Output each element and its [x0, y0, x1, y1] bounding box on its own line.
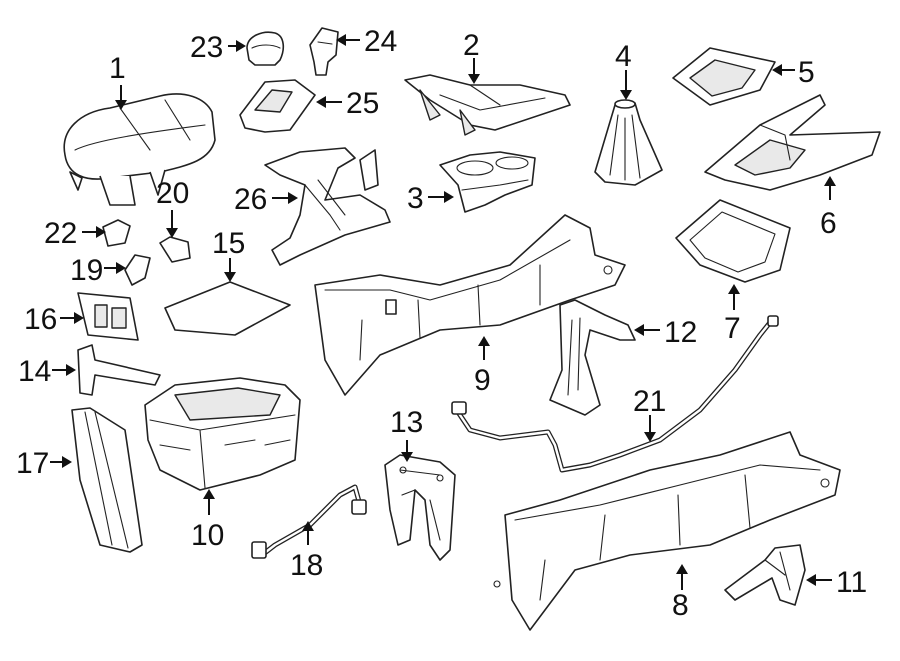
part-13-mounting-bracket: [384, 454, 456, 561]
part-16-switch-panel: [77, 292, 139, 341]
part-14-trim-strip: [77, 344, 161, 396]
callout-24: 24: [364, 25, 397, 58]
callout-7: 7: [724, 312, 741, 345]
part-10-console-base: [144, 377, 301, 491]
part-5-shift-bezel: [672, 47, 776, 106]
callout-18: 18: [290, 549, 323, 582]
part-26-shifter-assembly: [264, 147, 391, 266]
callout-13: 13: [390, 406, 423, 439]
leader-lines: [50, 34, 836, 590]
part-9-upper-side-panel: [314, 214, 626, 396]
callout-2: 2: [463, 29, 480, 62]
callout-15: 15: [212, 227, 245, 260]
callout-20: 20: [156, 177, 189, 210]
callout-23: 23: [190, 31, 223, 64]
part-12-bracket: [549, 299, 636, 416]
part-2-upper-tray: [404, 74, 571, 136]
callout-11: 11: [836, 566, 867, 599]
callout-17: 17: [16, 447, 49, 480]
callout-21: 21: [633, 385, 666, 418]
callout-25: 25: [346, 87, 379, 120]
part-1-armrest-lid: [63, 93, 216, 206]
part-19-clip: [124, 254, 151, 286]
callout-1: 1: [109, 52, 126, 85]
part-17-side-trim: [71, 407, 143, 553]
part-23-shift-knob: [246, 31, 285, 66]
callout-12: 12: [664, 316, 697, 349]
part-4-shift-boot: [594, 99, 663, 186]
part-8-lower-side-panel: [493, 431, 841, 631]
callout-labels: 1 2 3 4 5 6 7 8 9 10 11 12 13 14 15 16 1…: [16, 25, 867, 622]
callout-19: 19: [70, 254, 103, 287]
callout-22: 22: [44, 217, 77, 250]
callout-6: 6: [820, 207, 837, 240]
part-24-shift-knob: [309, 27, 339, 76]
callout-4: 4: [615, 40, 632, 73]
part-18-wire-harness: [251, 484, 367, 559]
callout-10: 10: [191, 519, 224, 552]
callout-26: 26: [234, 183, 267, 216]
part-25-shift-indicator: [239, 79, 316, 133]
part-3-cup-holder: [439, 151, 536, 213]
part-11-small-bracket: [724, 544, 806, 606]
part-6-center-trim: [704, 94, 881, 191]
callout-16: 16: [24, 303, 57, 336]
part-21-shift-cable: [451, 315, 779, 473]
callout-14: 14: [18, 355, 51, 388]
part-22-clip: [102, 219, 131, 247]
part-7-storage-bin: [675, 199, 791, 283]
callout-3: 3: [407, 182, 424, 215]
callout-8: 8: [672, 589, 689, 622]
part-15-mat: [164, 281, 291, 336]
callout-9: 9: [474, 364, 491, 397]
callout-5: 5: [798, 56, 815, 89]
part-20-clip: [159, 236, 191, 263]
